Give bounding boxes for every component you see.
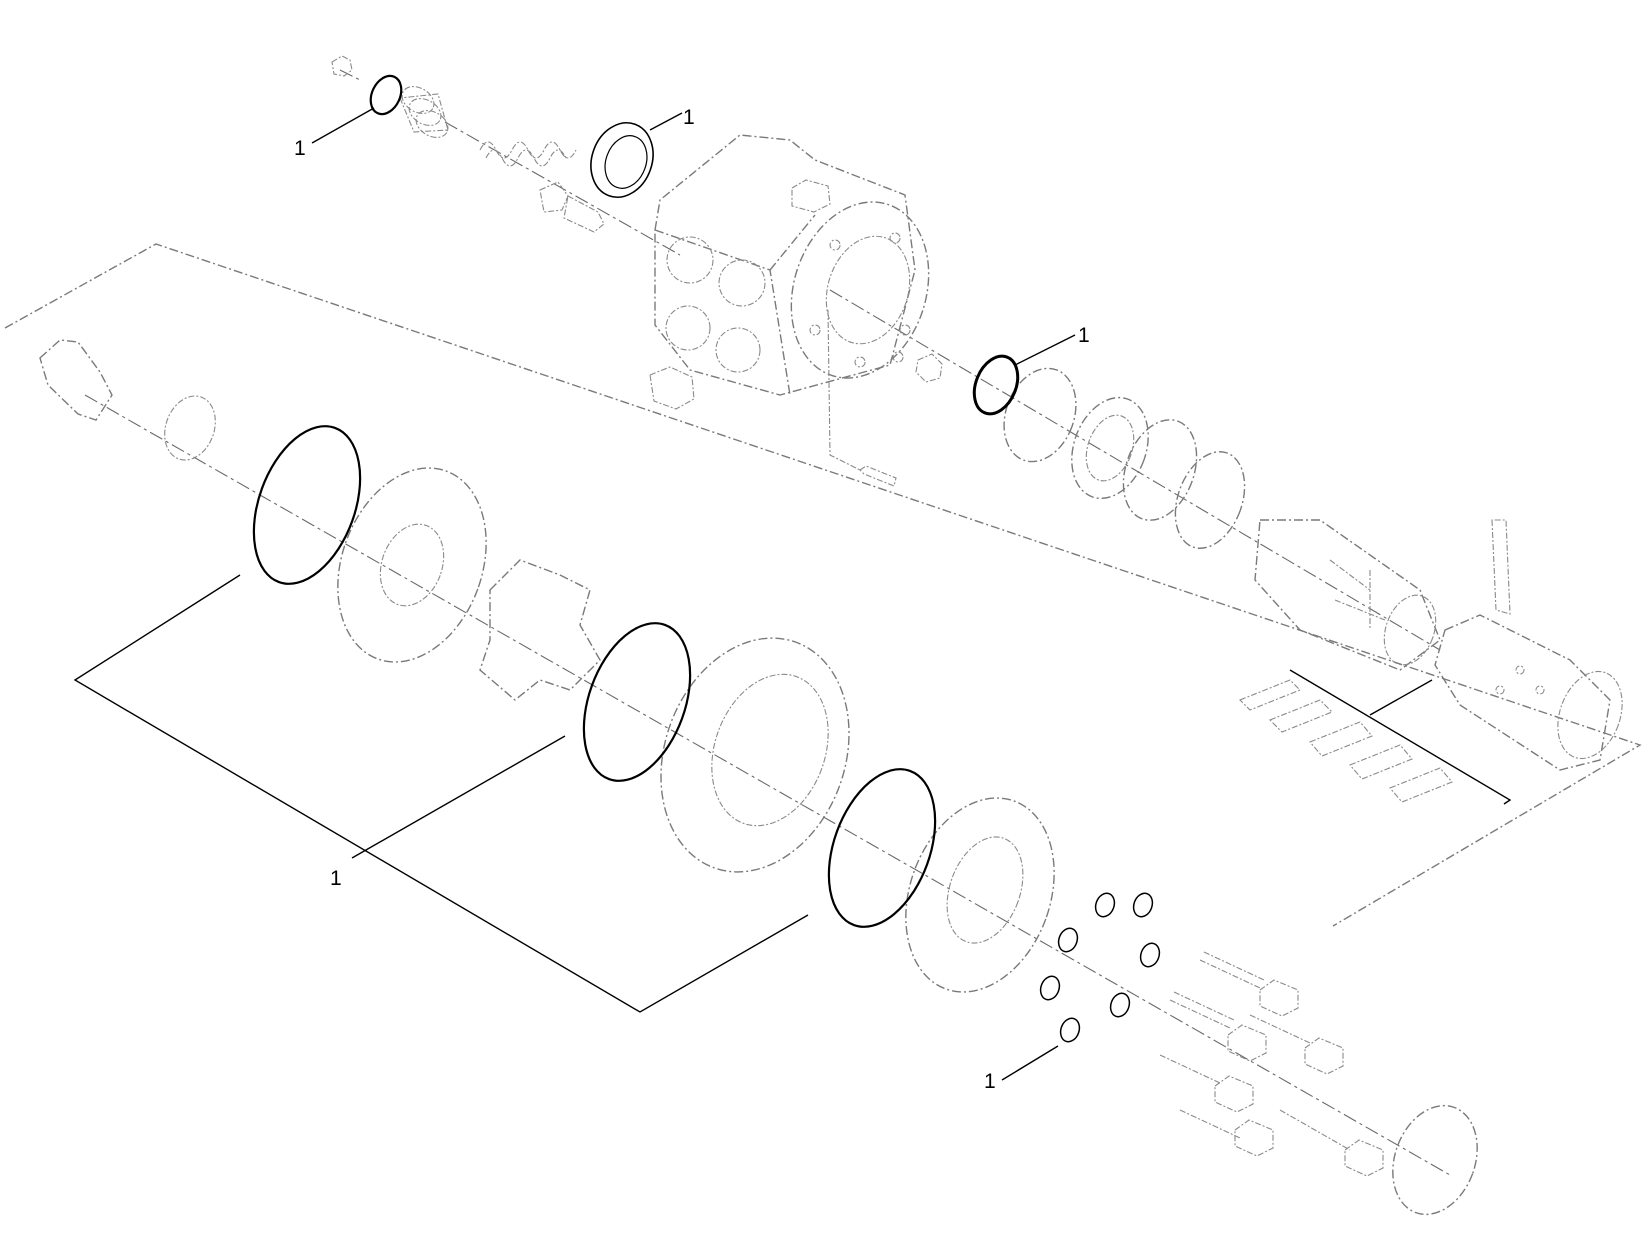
housing-axis-line [829,289,1441,651]
check-ball [892,351,904,363]
relief-poppet [539,181,605,233]
valve-plate [337,467,487,663]
gerotor-star [479,559,601,701]
centering-springs [1239,679,1453,803]
callout-oring-relief-valve: 1 [294,137,306,160]
end-cap [905,797,1055,993]
thrust-bearing [1071,396,1149,500]
thrust-washer-1 [1003,367,1077,463]
callout-labels: 1 1 1 1 1 [294,106,1090,1093]
spool-sleeve [1434,519,1623,771]
callout-leaders [73,107,1512,1081]
drive-spline [164,395,216,461]
check-seat [915,353,943,383]
oring-gerotor-2 [582,622,692,782]
callout-oring-housing-face: 1 [1078,324,1090,347]
callout-washer-set: 1 [984,1070,996,1093]
relief-spring [479,141,577,167]
oring-housing-face [972,354,1020,416]
shaft-seal [590,122,654,198]
valve-housing [654,134,930,396]
assembly-boundary-line [4,243,1642,927]
port-plug [649,366,695,410]
bracket-gerotor-orings [73,574,809,1013]
control-spool [1254,519,1441,671]
gerotor-ring [660,637,850,873]
oring-gerotor-3 [827,768,937,928]
housing-pin [827,309,897,487]
thrust-washer-3 [1174,451,1246,549]
kit-parts [252,74,1161,1043]
oring-gerotor-1 [252,425,362,585]
bracket-spring-set [1289,669,1512,805]
upper-axis-line [339,69,361,81]
callout-oring-set-gerotor: 1 [330,867,342,890]
seal-washers [1039,892,1161,1043]
relief-plug [331,55,353,77]
thrust-washer-2 [1122,419,1198,521]
dust-cap [1392,1104,1478,1216]
cap-screws [1159,951,1384,1177]
callout-shaft-seal: 1 [683,106,695,129]
ghosted-parts [4,55,1642,1216]
oring-relief-valve [369,74,403,116]
input-shaft [39,339,113,421]
lower-axis-line [84,394,1451,1176]
relief-valve-cartridge [399,86,449,138]
